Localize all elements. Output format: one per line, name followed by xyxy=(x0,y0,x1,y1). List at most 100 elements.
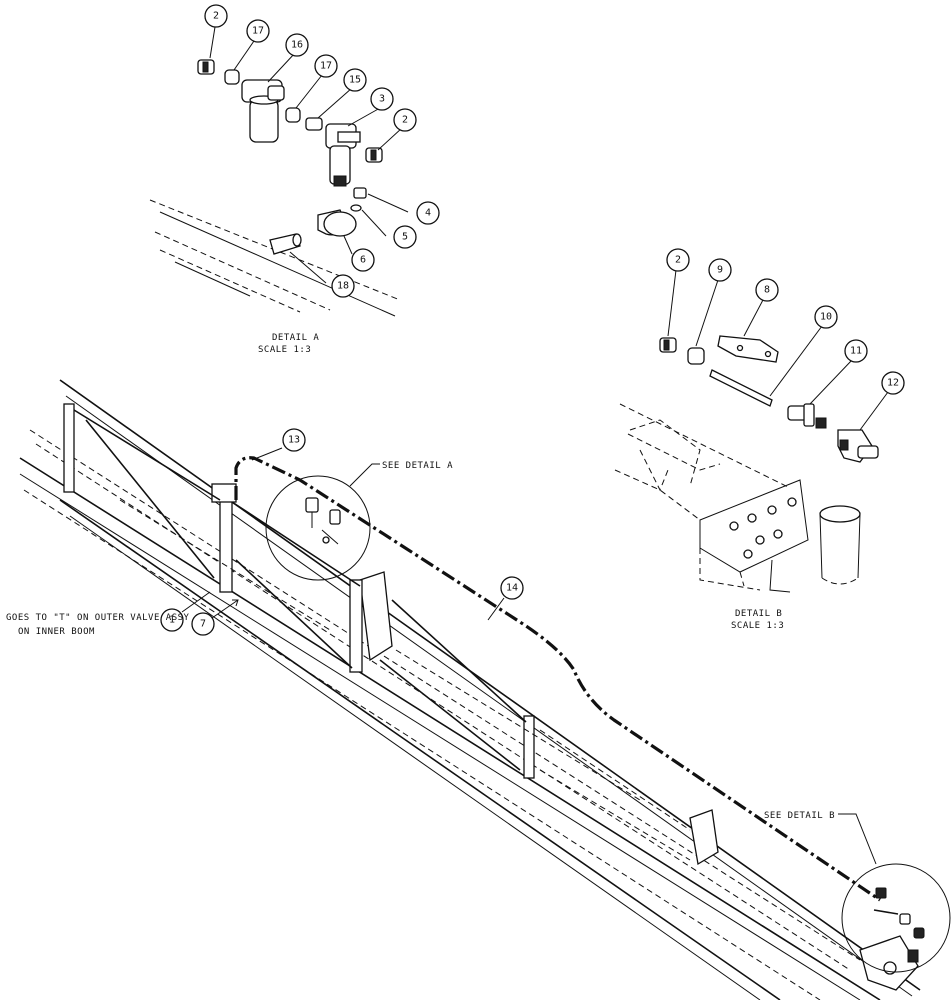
detail-b-bolt-4 xyxy=(787,497,797,507)
detail-b-bolt-2 xyxy=(747,513,757,523)
svg-text:11: 11 xyxy=(850,346,862,357)
detail-b-title: DETAIL B xyxy=(735,609,782,619)
callout-a-17: 17 xyxy=(246,19,270,43)
callout-a-3: 3 xyxy=(370,87,394,111)
detail-a-part-washer-17 xyxy=(224,69,240,85)
detail-b-part-coupler-9 xyxy=(687,347,705,365)
svg-text:2: 2 xyxy=(402,115,408,126)
callout-a-4: 4 xyxy=(416,201,440,225)
svg-text:14: 14 xyxy=(506,583,518,594)
detail-b-struct-7 xyxy=(739,571,745,587)
detail-b-bolt-1 xyxy=(729,521,739,531)
svg-text:13: 13 xyxy=(288,435,300,446)
leader-a-15 xyxy=(317,87,353,119)
leader-a-2 xyxy=(209,26,216,59)
boom-end-assembly xyxy=(859,935,919,991)
main-boom-view: SEE DETAIL A SEE DETAIL B 13 14 1 7 GOES… xyxy=(6,379,951,1001)
leader-a-18 xyxy=(289,251,327,284)
boom-bottom-rail-4 xyxy=(59,499,781,1001)
truss-diag-7 xyxy=(539,729,691,831)
leader-main-1 xyxy=(181,591,211,613)
callout-b-2: 2 xyxy=(666,248,690,272)
boom-mid-rail-1 xyxy=(29,429,861,961)
leader-b-11 xyxy=(809,359,853,405)
leader-see-detail-b xyxy=(838,813,877,865)
leader-main-13 xyxy=(251,447,283,461)
boom-top-rail-1 xyxy=(59,379,921,991)
leader-a-2b xyxy=(377,127,403,151)
callout-b-12: 12 xyxy=(881,371,905,395)
callout-a-15: 15 xyxy=(343,68,367,92)
detail-b-part-tee-11 xyxy=(787,403,827,429)
boom-bottom-rail-5 xyxy=(69,515,761,1001)
detail-b-bracket xyxy=(769,559,791,593)
svg-text:10: 10 xyxy=(820,312,832,323)
detail-b-part-bracket-8 xyxy=(717,335,779,363)
callout-a-2: 2 xyxy=(204,4,228,28)
truss-post-4 xyxy=(523,715,535,779)
truss-diag-3 xyxy=(231,501,361,587)
detail-a: 2 17 16 17 15 3 2 4 5 6 18 DETAIL A SCAL… xyxy=(149,4,440,355)
leader-a-4 xyxy=(367,193,409,213)
detail-a-part-fitting-2 xyxy=(197,59,215,75)
callout-a-2b: 2 xyxy=(393,108,417,132)
detail-a-part-valve-3 xyxy=(325,123,361,187)
detail-b-bolt-7 xyxy=(743,549,753,559)
detail-a-part-strainer-16 xyxy=(241,79,285,143)
svg-text:9: 9 xyxy=(717,265,723,276)
leader-a-5 xyxy=(361,209,387,237)
truss-post-5 xyxy=(689,809,719,866)
detail-b-bolt-3 xyxy=(767,505,777,515)
detail-a-part-nipple-15 xyxy=(305,117,323,131)
callout-main-1: 1 xyxy=(160,608,184,632)
hose-line-14 xyxy=(234,456,881,902)
detail-a-boom-edge-3 xyxy=(154,231,331,311)
svg-text:12: 12 xyxy=(887,378,899,389)
svg-text:5: 5 xyxy=(402,232,408,243)
callout-a-6: 6 xyxy=(351,248,375,272)
detail-b-struct-3 xyxy=(614,469,701,521)
callout-a-18: 18 xyxy=(331,274,355,298)
callout-main-7: 7 xyxy=(191,612,215,636)
svg-text:4: 4 xyxy=(425,208,431,219)
svg-text:2: 2 xyxy=(675,255,681,266)
svg-text:15: 15 xyxy=(349,75,361,86)
svg-text:1: 1 xyxy=(169,615,175,626)
detail-b-tube xyxy=(819,505,861,585)
truss-post-3 xyxy=(349,571,393,673)
see-detail-b-label: SEE DETAIL B xyxy=(764,811,835,821)
truss-post-1 xyxy=(63,403,75,493)
detail-b-scale: SCALE 1:3 xyxy=(731,621,784,631)
detail-a-boom-edge-4 xyxy=(159,249,301,313)
detail-b-bolt-5 xyxy=(755,535,765,545)
leader-b-2 xyxy=(667,269,677,337)
callout-b-9: 9 xyxy=(708,258,732,282)
detail-b-part-pipe-10 xyxy=(709,369,773,407)
detail-a-part-washer-5 xyxy=(350,204,362,212)
detail-b-struct-6 xyxy=(699,548,761,591)
callout-a-17b: 17 xyxy=(314,54,338,78)
arrow-main-7 xyxy=(232,599,239,607)
detail-a-part-washer-17b xyxy=(285,107,301,123)
truss-diag-10 xyxy=(395,649,641,801)
svg-text:18: 18 xyxy=(337,281,349,292)
leader-main-14 xyxy=(487,597,505,621)
truss-diag-9 xyxy=(119,499,331,631)
detail-b-plate xyxy=(699,479,809,573)
boom-mid-rail-2 xyxy=(35,443,851,971)
leader-b-8 xyxy=(743,297,765,337)
svg-text:17: 17 xyxy=(320,61,332,72)
detail-a-part-nut-4 xyxy=(353,187,367,199)
detail-a-part-spacer-18 xyxy=(269,233,302,255)
detail-b: 2 9 8 10 11 12 DETAIL B SCALE 1:3 xyxy=(614,248,905,631)
boom-top-rail-2 xyxy=(65,395,913,997)
leader-b-9 xyxy=(695,279,719,347)
detail-a-part-clamp-6 xyxy=(317,209,357,237)
callout-b-8: 8 xyxy=(755,278,779,302)
detail-b-struct-5 xyxy=(639,449,669,492)
svg-text:3: 3 xyxy=(379,94,385,105)
leader-a-6 xyxy=(343,235,353,255)
truss-diag-4 xyxy=(235,559,353,669)
